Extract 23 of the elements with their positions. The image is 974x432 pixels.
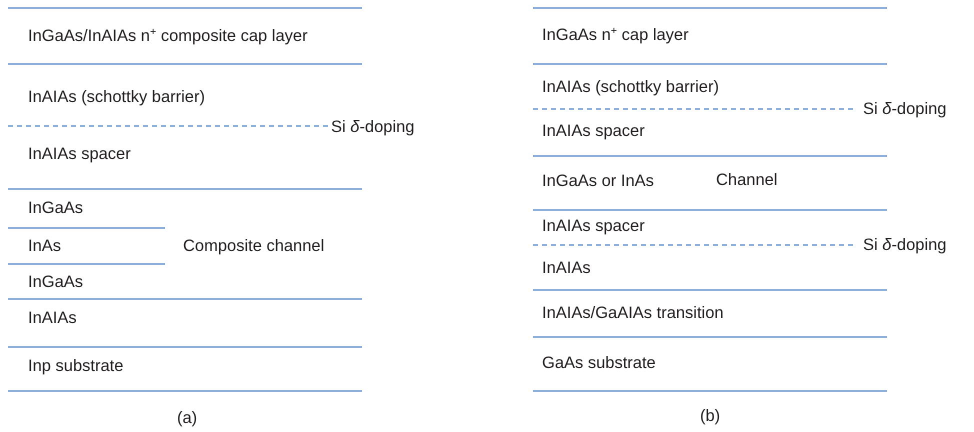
- layer-label: InAIAs spacer: [28, 144, 131, 164]
- layer-label: GaAs substrate: [542, 353, 656, 373]
- layer-label: InGaAs or InAs: [542, 171, 654, 191]
- layer-label: InAIAs/GaAIAs transition: [542, 303, 724, 323]
- layer-label: InAIAs (schottky barrier): [542, 77, 719, 97]
- layer-label: InGaAs: [28, 198, 84, 218]
- layer-label: InAIAs: [542, 258, 591, 278]
- panel-label: (a): [177, 408, 198, 428]
- panel-label: (b): [700, 406, 720, 426]
- layer-label: InAIAs spacer: [542, 121, 645, 141]
- doping-label: Si δ-doping: [331, 117, 414, 137]
- layer-label: InAIAs spacer: [542, 216, 645, 236]
- layer-label: InGaAs: [28, 272, 84, 292]
- doping-label: Si δ-doping: [863, 99, 946, 119]
- layer-label: InGaAs/InAIAs n$^{+}$ composite cap layer: [28, 26, 308, 46]
- layer-label: Inp substrate: [28, 356, 124, 376]
- layer-label: InAs: [28, 236, 62, 256]
- doping-label: Si δ-doping: [863, 235, 946, 255]
- layer-label: InGaAs n$^{+}$ cap layer: [542, 25, 689, 45]
- layer-label: InAIAs (schottky barrier): [28, 87, 205, 107]
- region-label: Composite channel: [183, 236, 324, 256]
- layer-label: InAIAs: [28, 308, 77, 328]
- region-label: Channel: [716, 170, 778, 190]
